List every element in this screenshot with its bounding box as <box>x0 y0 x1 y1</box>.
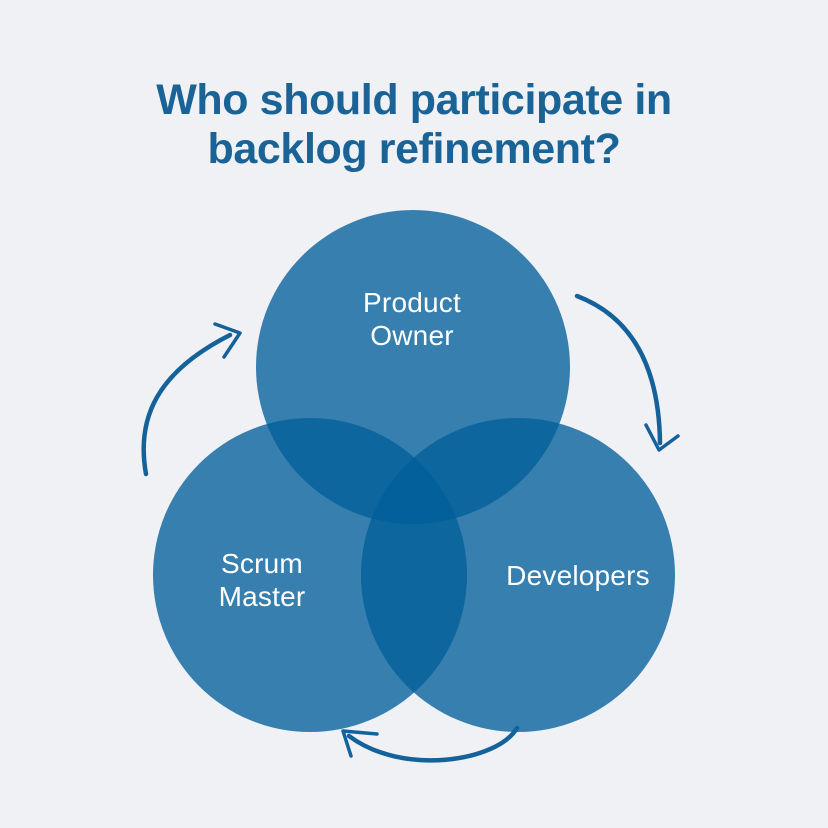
curved-arrow-bottom-icon <box>341 725 520 763</box>
label-scrum-master: Scrum Master <box>152 547 372 613</box>
label-developers-line-1: Developers <box>506 560 650 591</box>
label-developers: Developers <box>468 559 688 592</box>
label-product-owner-line-2: Owner <box>370 320 454 351</box>
label-scrum-master-line-1: Scrum <box>221 548 303 579</box>
label-product-owner-line-1: Product <box>363 287 461 318</box>
venn-circle-developers <box>361 418 675 732</box>
page-title-line-1: Who should participate in <box>156 76 672 124</box>
label-scrum-master-line-2: Master <box>218 581 306 612</box>
curved-arrow-right-icon <box>574 293 680 452</box>
label-product-owner: Product Owner <box>302 286 522 352</box>
page-title-line-2: backlog refinement? <box>207 125 621 173</box>
page-title: Who should participate in backlog refine… <box>0 76 828 174</box>
